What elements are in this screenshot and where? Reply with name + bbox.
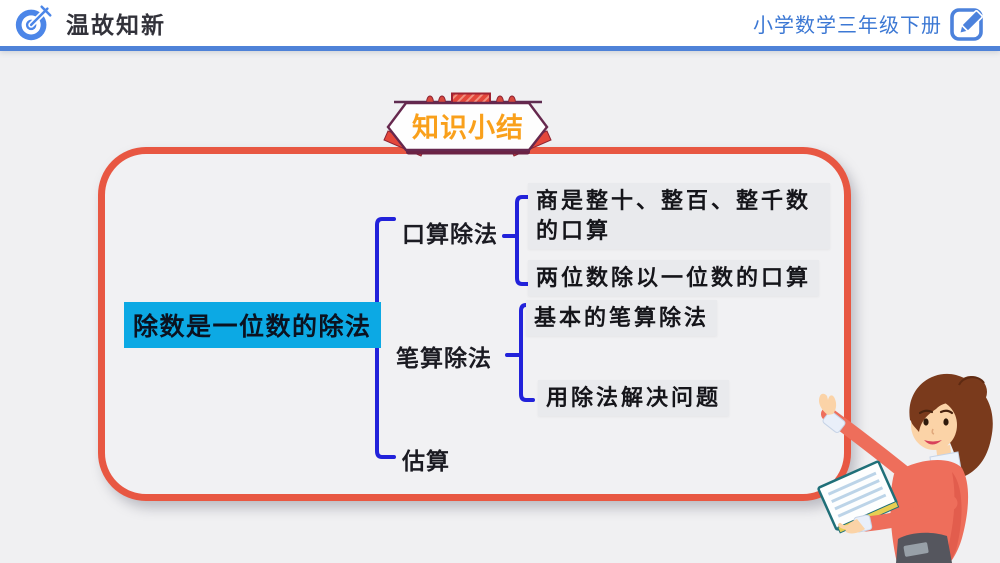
brace-written-division: [505, 303, 535, 402]
branch-written-division: 笔算除法: [396, 345, 492, 371]
badge-label: 知识小结: [412, 113, 524, 143]
mindmap-root-node: 除数是一位数的除法: [124, 302, 381, 348]
branch-estimation: 估算: [402, 448, 450, 474]
teacher-forearm: [858, 495, 958, 532]
teacher-illustration: [817, 373, 993, 563]
badge-plaque: [386, 101, 549, 152]
teacher-raised-hand: [818, 393, 837, 415]
teacher-eye: [943, 418, 949, 426]
teacher-eye: [923, 418, 929, 426]
leaf-whole-tens-oral: 商是整十、整百、整千数的口算: [528, 183, 830, 249]
leaf-two-digit-oral: 两位数除以一位数的口算: [528, 260, 820, 296]
leaf-solve-problems: 用除法解决问题: [538, 380, 730, 416]
knowledge-summary-badge: 知识小结: [383, 92, 552, 157]
edit-pencil-icon[interactable]: [948, 3, 988, 43]
page-title: 温故知新: [66, 12, 166, 38]
teacher-hand: [845, 519, 865, 534]
leaf-basic-written: 基本的笔算除法: [526, 300, 718, 336]
header-bar: 温故知新 小学数学三年级下册: [0, 0, 1000, 51]
brace-oral-division: [502, 195, 531, 286]
course-label: 小学数学三年级下册: [753, 14, 942, 37]
target-dart-icon: [12, 1, 56, 45]
teacher-mouth: [924, 440, 942, 445]
branch-oral-division: 口算除法: [402, 221, 498, 247]
teacher-hair-bun: [955, 376, 987, 408]
